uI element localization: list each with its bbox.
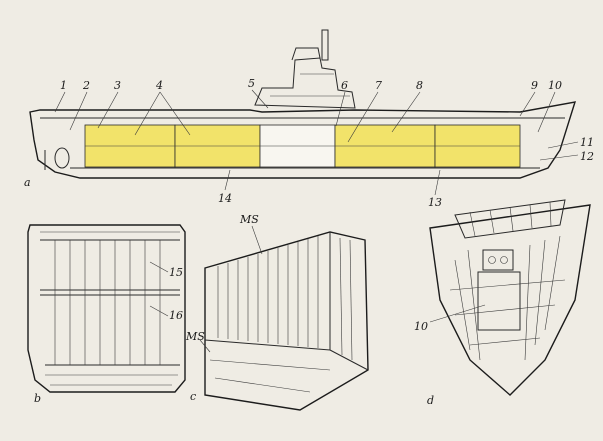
cargo-holds	[84, 124, 521, 168]
callout-12: 12	[580, 150, 594, 163]
callout-11: 11	[580, 136, 594, 149]
callout-3: 3	[114, 79, 121, 92]
panel-letter-a: a	[24, 176, 31, 189]
stiffeners-c	[209, 236, 353, 393]
callout-10: 10	[548, 79, 562, 92]
callout-ms-top: MS	[239, 213, 259, 226]
panel-letter-b: b	[34, 392, 41, 405]
callout-2: 2	[82, 79, 90, 92]
section-c-panel: MS MS c	[185, 213, 369, 411]
callout-6: 6	[341, 79, 348, 92]
callout-7: 7	[375, 79, 382, 92]
panel-letter-c: c	[190, 390, 196, 403]
section-b-panel: 15 16 b	[27, 224, 186, 405]
callout-13: 13	[428, 196, 442, 209]
hull-outline	[29, 101, 577, 179]
callout-ms-side: MS	[185, 330, 205, 343]
b-leaders	[149, 261, 169, 317]
ship-leader-lines	[54, 89, 579, 196]
callout-16: 16	[169, 309, 183, 322]
frames-b	[40, 231, 180, 386]
panel-letter-d: d	[427, 394, 434, 407]
ship-profile-panel: 1 2 3 4 5 6 7 8 9 10 11 12 13 14 a	[24, 29, 594, 209]
deck-beams-d	[469, 201, 552, 237]
callout-15: 15	[169, 266, 183, 279]
section-d-panel: 10 d	[414, 199, 591, 407]
superstructure	[254, 29, 356, 109]
propeller-rudder	[44, 147, 70, 170]
callout-14: 14	[218, 192, 232, 205]
callout-1: 1	[60, 79, 67, 92]
callout-10-bow: 10	[414, 320, 428, 333]
bow-frames-d	[449, 235, 566, 361]
callout-9: 9	[531, 79, 538, 92]
callout-5: 5	[248, 77, 255, 90]
callout-4: 4	[155, 79, 163, 92]
callout-8: 8	[416, 79, 423, 92]
